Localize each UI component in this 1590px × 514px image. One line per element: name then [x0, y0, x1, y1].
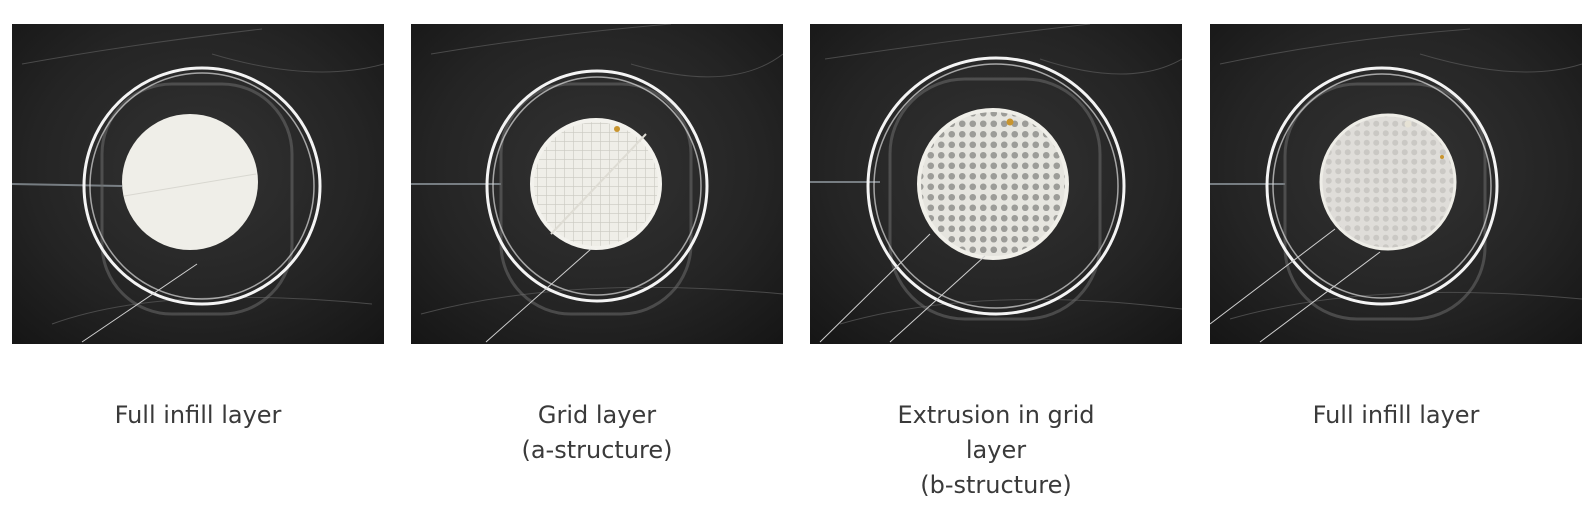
caption-line: (b-structure): [920, 471, 1072, 499]
caption-line: Grid layer: [537, 401, 657, 429]
caption-line: layer: [965, 436, 1027, 464]
caption-line: Full infill layer: [114, 401, 282, 429]
caption-line: Extrusion in grid: [897, 401, 1095, 429]
photo-grid-layer: [411, 24, 783, 344]
photo-extrusion-grid: [810, 24, 1182, 344]
panel-1: Full infill layer: [12, 0, 384, 514]
photo-full-infill-top: [1210, 24, 1582, 344]
caption-2: Grid layer (a-structure): [391, 398, 803, 468]
panel-2: Grid layer (a-structure): [411, 0, 783, 514]
panel-3: Extrusion in grid layer (b-structure): [810, 0, 1182, 514]
panel-4: Full infill layer: [1210, 0, 1582, 514]
caption-3: Extrusion in grid layer (b-structure): [790, 398, 1202, 503]
caption-4: Full infill layer: [1190, 398, 1590, 433]
caption-1: Full infill layer: [0, 398, 404, 433]
caption-line: Full infill layer: [1312, 401, 1480, 429]
photo-full-infill: [12, 24, 384, 344]
caption-line: (a-structure): [521, 436, 673, 464]
